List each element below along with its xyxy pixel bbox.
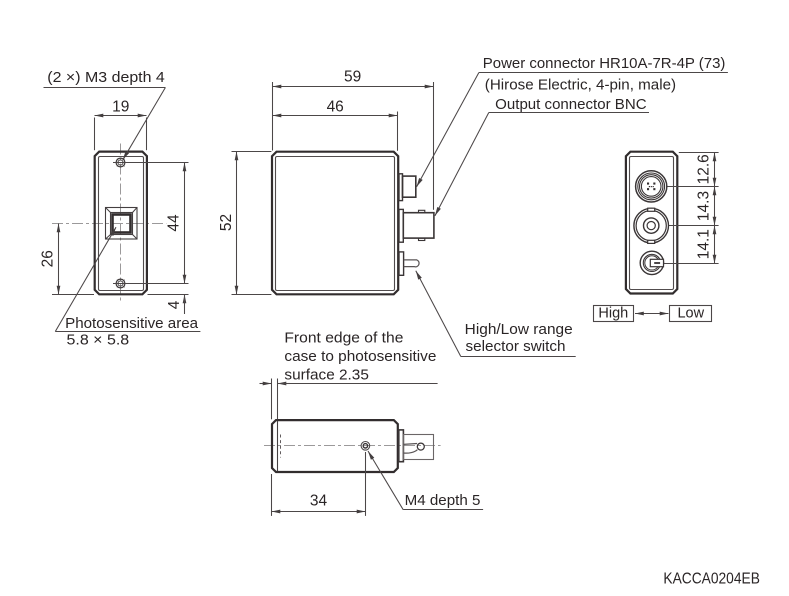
svg-text:34: 34 xyxy=(310,493,328,510)
svg-text:44: 44 xyxy=(166,214,183,232)
svg-text:14.3: 14.3 xyxy=(695,191,712,221)
svg-text:(Hirose Electric, 4-pin, male): (Hirose Electric, 4-pin, male) xyxy=(485,77,676,93)
svg-text:selector switch: selector switch xyxy=(466,339,566,355)
svg-text:Output connector BNC: Output connector BNC xyxy=(495,97,646,113)
svg-text:(2 ×) M3 depth 4: (2 ×) M3 depth 4 xyxy=(47,70,165,86)
svg-text:Front edge of the: Front edge of the xyxy=(284,330,403,346)
svg-text:5.8 × 5.8: 5.8 × 5.8 xyxy=(67,333,130,349)
svg-text:19: 19 xyxy=(112,99,129,116)
svg-text:4: 4 xyxy=(166,300,183,309)
svg-text:Low: Low xyxy=(677,306,704,322)
svg-text:case to photosensitive: case to photosensitive xyxy=(284,349,436,365)
svg-text:46: 46 xyxy=(327,98,344,115)
svg-text:High: High xyxy=(598,306,628,322)
svg-text:59: 59 xyxy=(344,68,361,85)
svg-text:High/Low range: High/Low range xyxy=(465,322,573,338)
svg-text:Power connector HR10A-7R-4P (7: Power connector HR10A-7R-4P (73) xyxy=(483,56,726,72)
svg-text:52: 52 xyxy=(218,214,235,231)
svg-text:surface 2.35: surface 2.35 xyxy=(284,367,369,383)
svg-text:KACCA0204EB: KACCA0204EB xyxy=(663,571,760,588)
svg-text:M4 depth 5: M4 depth 5 xyxy=(405,493,481,509)
svg-text:12.6: 12.6 xyxy=(695,154,712,184)
svg-text:Photosensitive area: Photosensitive area xyxy=(65,316,199,332)
svg-text:26: 26 xyxy=(40,250,57,267)
svg-text:14.1: 14.1 xyxy=(695,229,712,259)
